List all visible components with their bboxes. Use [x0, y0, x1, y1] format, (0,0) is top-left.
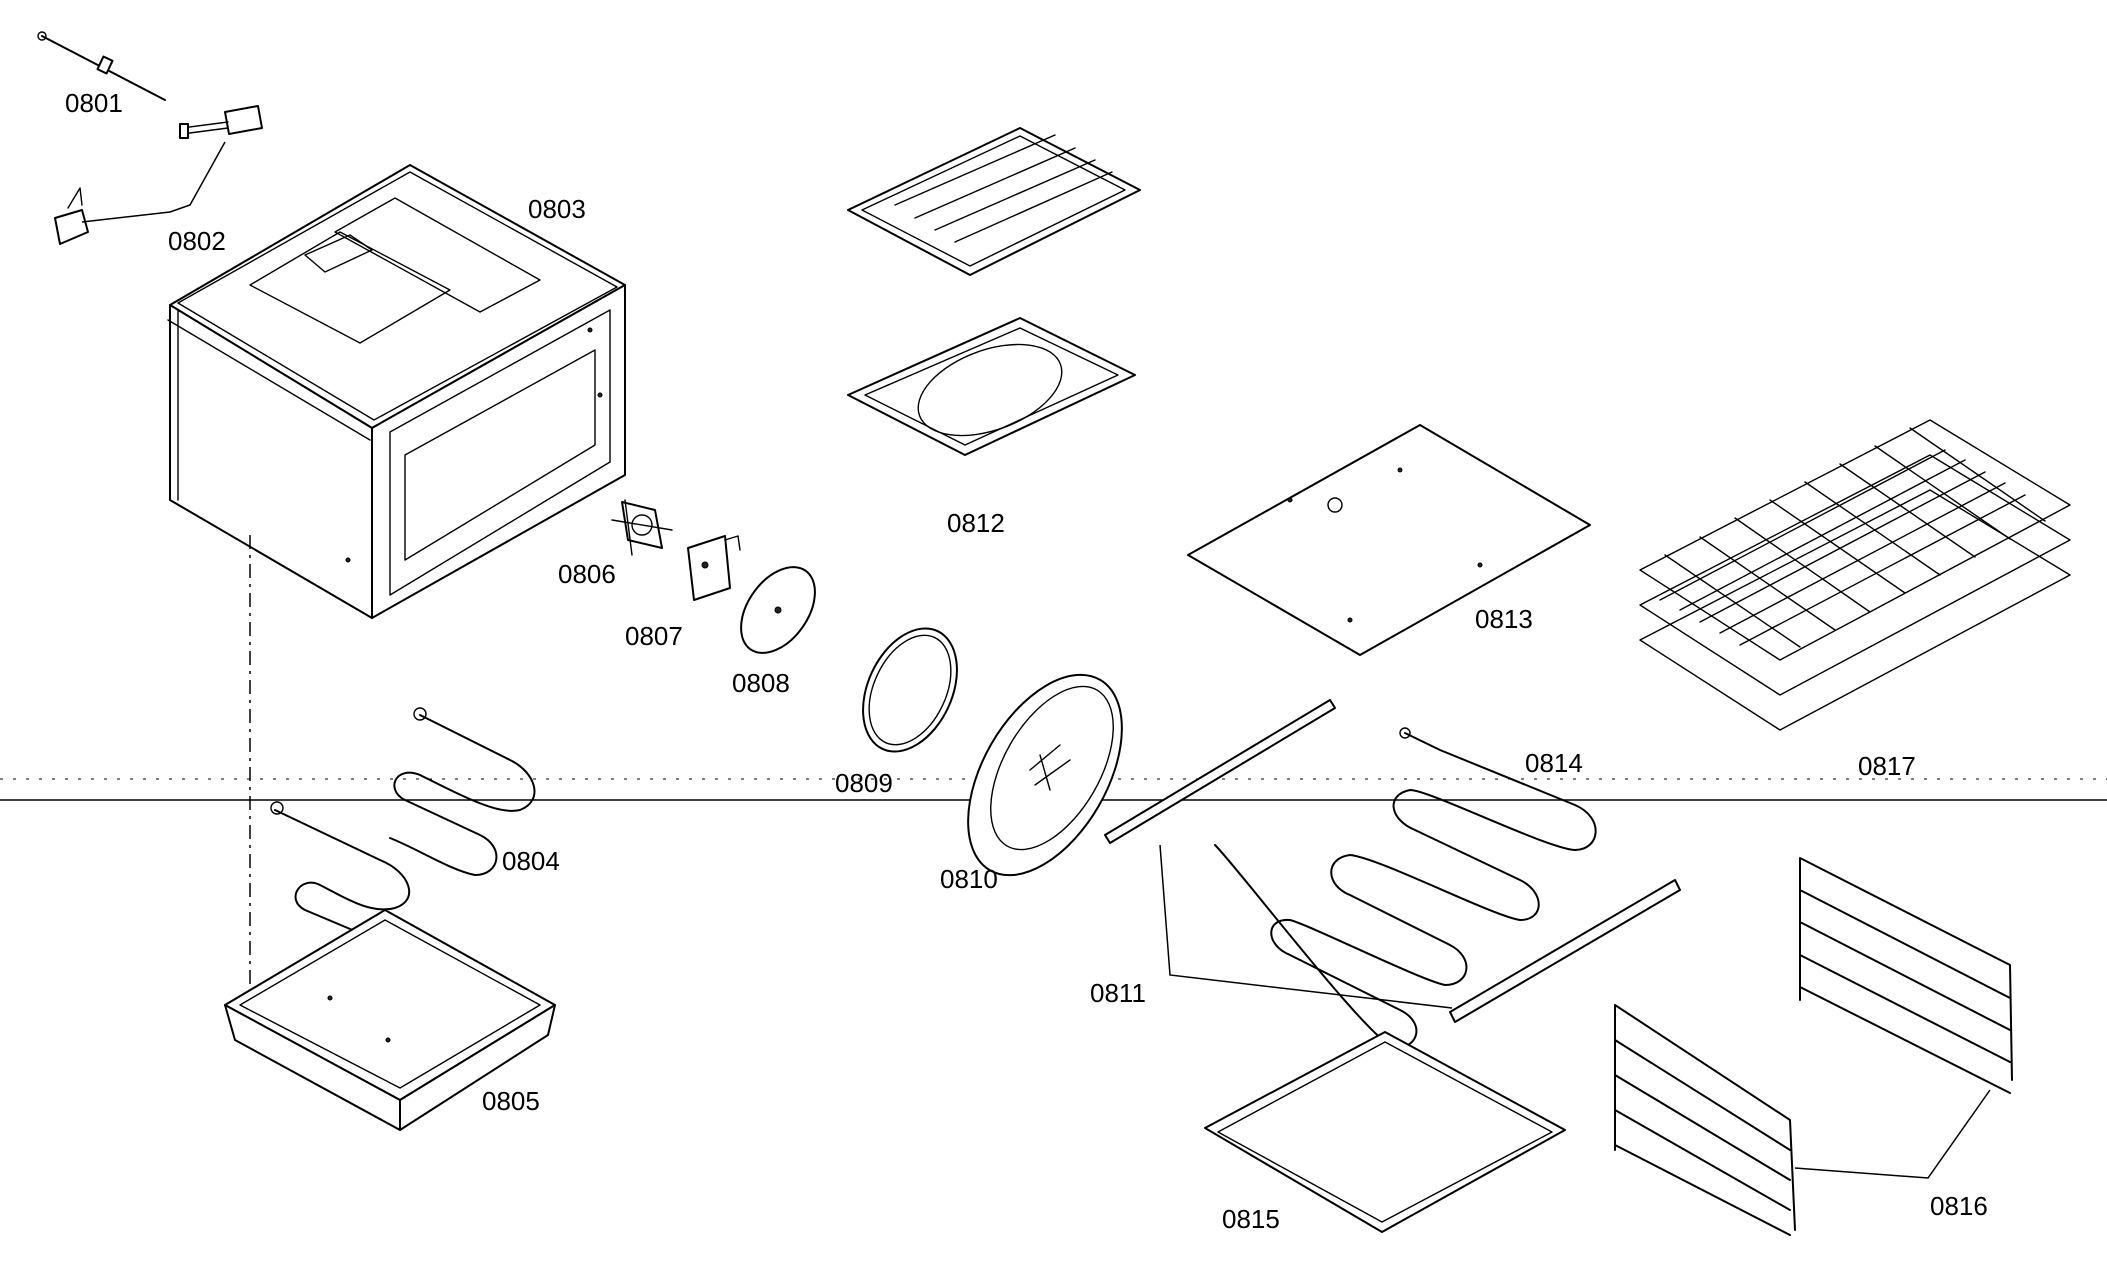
callout-0803: 0803 [528, 194, 586, 224]
callout-0806: 0806 [558, 559, 616, 589]
part-0806-convection-motor[interactable] [611, 499, 673, 556]
callout-0813: 0813 [1475, 604, 1533, 634]
part-0808-fan-blade[interactable] [726, 553, 830, 666]
part-0803-oven-cavity[interactable] [167, 164, 626, 619]
callout-0805: 0805 [482, 1086, 540, 1116]
part-0813-oven-bottom-panel[interactable] [1187, 424, 1591, 656]
callout-0807: 0807 [625, 621, 683, 651]
callout-0802: 0802 [168, 226, 226, 256]
callout-0812: 0812 [947, 508, 1005, 538]
callout-0816: 0816 [1930, 1191, 1988, 1221]
part-0802-door-switch[interactable] [54, 105, 263, 245]
part-0814-broil-element[interactable] [1214, 727, 1597, 1049]
part-0811-rack-rails[interactable] [1104, 699, 1681, 1023]
callout-0810: 0810 [940, 864, 998, 894]
part-0805-bottom-tray[interactable] [224, 909, 556, 1131]
part-0809-fan-ring[interactable] [844, 613, 975, 766]
callout-0815: 0815 [1222, 1204, 1280, 1234]
callout-0801: 0801 [65, 88, 123, 118]
part-0816-rack-supports[interactable] [1614, 857, 2013, 1236]
callout-0814: 0814 [1525, 748, 1583, 778]
part-0810-fan-cover[interactable] [936, 649, 1153, 902]
part-0817-oven-racks[interactable] [1639, 419, 2071, 731]
part-0801-sensor[interactable] [37, 31, 166, 101]
callout-0811: 0811 [1090, 978, 1146, 1008]
part-0815-panel[interactable] [1204, 1031, 1566, 1233]
callout-0809: 0809 [835, 768, 893, 798]
part-0807-motor-bracket[interactable] [687, 535, 741, 601]
callout-0808: 0808 [732, 668, 790, 698]
callout-0804: 0804 [502, 846, 560, 876]
callout-0817: 0817 [1858, 751, 1916, 781]
part-0812-broil-pan[interactable] [847, 127, 1141, 456]
